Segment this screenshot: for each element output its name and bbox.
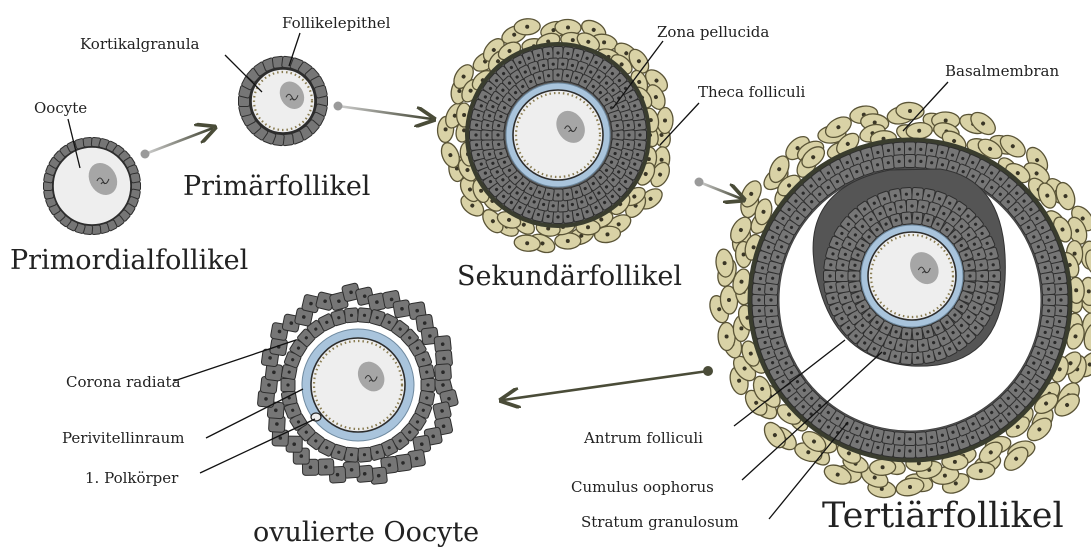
oocyte [302,329,414,441]
granulosa-cell [824,271,837,282]
granulosa-cell [764,305,778,317]
stage-title-tertiary: Tertiärfollikel [822,496,1064,536]
granulosa-cell [848,271,860,281]
granulosa-cell [912,212,923,225]
theca-cell [718,322,736,350]
theca-cell [966,461,996,481]
cumulus-cell [434,364,451,381]
stage-title-secondary: Sekundärfollikel [457,261,682,292]
label-cortical-granules: Kortikalgranula [80,35,199,53]
arrow-primary-to-secondary [334,102,433,120]
granulosa-cell [765,295,778,306]
oocyte [53,147,131,225]
stage-title-primary: Primärfollikel [183,171,370,202]
arrow-tail-dot [703,366,713,376]
stage-title-primordial: Primordialfollikel [10,245,248,276]
arrow-tertiary-to-ovulated [503,366,713,400]
arrow-shaft [145,128,213,154]
granulosa-cell [848,281,862,293]
theca-cell [514,18,541,36]
granulosa-cell [901,212,912,225]
granulosa-cell [976,271,989,282]
label-corona-radiata: Corona radiata [66,373,181,391]
granulosa-cell [907,340,918,353]
granulosa-cell [905,433,916,446]
granulosa-cell [344,308,358,323]
label-oocyte: Oocyte [34,99,87,117]
granulosa-cell [915,432,927,446]
stage-title-ovulated: ovulierte Oocyte [253,517,479,548]
granulosa-cell [611,120,624,132]
label-stratum-granulosum: Stratum granulosum [581,513,739,531]
arrow-shaft [503,371,708,400]
granulosa-cell [905,444,916,458]
ooplasm [513,90,603,180]
granulosa-cell [964,271,976,281]
granulosa-cell [905,155,916,168]
label-zona-pellucida: Zona pellucida [657,23,769,41]
label-cumulus-oophorus: Cumulus oophorus [571,478,714,496]
granulosa-cell [1042,283,1056,295]
granulosa-cell [962,259,976,271]
theca-cell [657,107,674,133]
granulosa-cell [893,154,905,168]
arrow-secondary-to-tertiary [695,178,743,200]
label-perivitelline-space: Perivitellinraum [62,429,185,447]
arrow-shaft [699,182,742,199]
granulosa-cell [421,379,435,392]
oocyte [861,225,963,327]
granulosa-cell [1043,295,1056,306]
granulosa-cell [481,130,493,140]
granulosa-cell [623,130,635,140]
label-antrum-folliculi: Antrum folliculi [583,429,703,447]
arrow-tail-dot [334,102,343,111]
granulosa-cell [1054,295,1068,306]
label-follicle-epithelium: Follikelepithel [282,14,391,32]
arrow-shaft [338,106,432,119]
ooplasm [868,232,956,320]
granulosa-cell [553,47,563,60]
granulosa-cell [553,211,563,224]
arrow-tail-dot [141,150,150,159]
granulosa-cell [357,447,371,462]
label-polar-body: 1. Polkörper [85,469,179,487]
ooplasm [311,338,405,432]
granulosa-cell [281,379,295,392]
granulosa-cell [130,173,141,184]
granulosa-cell [905,142,916,156]
granulosa-cell [836,281,851,294]
label-theca-folliculi: Theca folliculi [698,83,805,101]
label-basement-membrane: Basalmembran [945,62,1059,80]
granulosa-cell [988,271,1001,282]
granulosa-cell [974,259,989,272]
oocyte [251,69,315,133]
oocyte [506,83,610,187]
arrow-tail-dot [695,178,704,187]
granulosa-cell [836,271,849,282]
granulosa-cell [419,364,435,379]
cumulus-cell [318,459,335,476]
granulosa-cell [752,295,766,306]
granulosa-cell [901,327,912,340]
theca-cell [967,108,999,139]
granulosa-cell [912,327,923,340]
arrow-primordial-to-primary [141,128,214,159]
granulosa-cell [907,200,918,213]
